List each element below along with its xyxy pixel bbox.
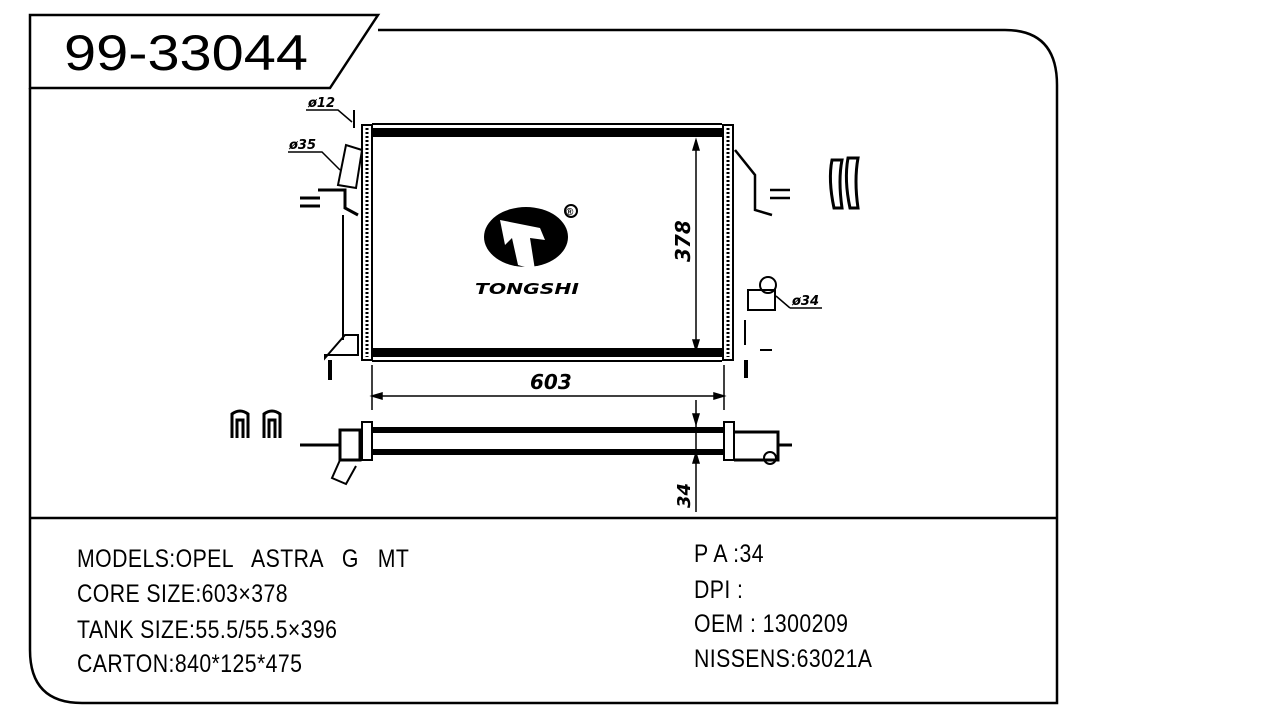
dimension-lines — [369, 137, 727, 512]
registered-mark: ® — [566, 207, 574, 218]
spec-core-size: CORE SIZE:603×378 — [77, 580, 288, 608]
spec-models: MODELS:OPEL ASTRA G MT — [77, 545, 410, 573]
core-height-label: 378 — [671, 220, 695, 262]
dimension-labels — [288, 109, 822, 309]
vent-diameter-label: ø12 — [307, 96, 335, 111]
frame — [28, 13, 1059, 705]
core-width-label: 603 — [530, 370, 572, 394]
spec-oem: OEM : 1300209 — [694, 610, 849, 638]
spec-carton: CARTON:840*125*475 — [77, 650, 303, 678]
spec-pa: P A :34 — [694, 540, 764, 568]
tongshi-logo: ® TONGSHI — [475, 204, 580, 298]
part-number: 99-33044 — [64, 25, 308, 81]
radiator-front-view — [300, 110, 790, 380]
radiator-top-view — [300, 421, 792, 486]
mounting-clip-icons — [230, 156, 860, 438]
brand-name: TONGSHI — [475, 280, 580, 298]
spec-dpi: DPI : — [694, 576, 744, 604]
spec-nissens: NISSENS:63021A — [694, 645, 873, 673]
inlet-diameter-label: ø35 — [288, 138, 316, 153]
spec-tank-size: TANK SIZE:55.5/55.5×396 — [77, 616, 338, 644]
outlet-diameter-label: ø34 — [791, 294, 819, 309]
thickness-label: 34 — [674, 483, 695, 508]
